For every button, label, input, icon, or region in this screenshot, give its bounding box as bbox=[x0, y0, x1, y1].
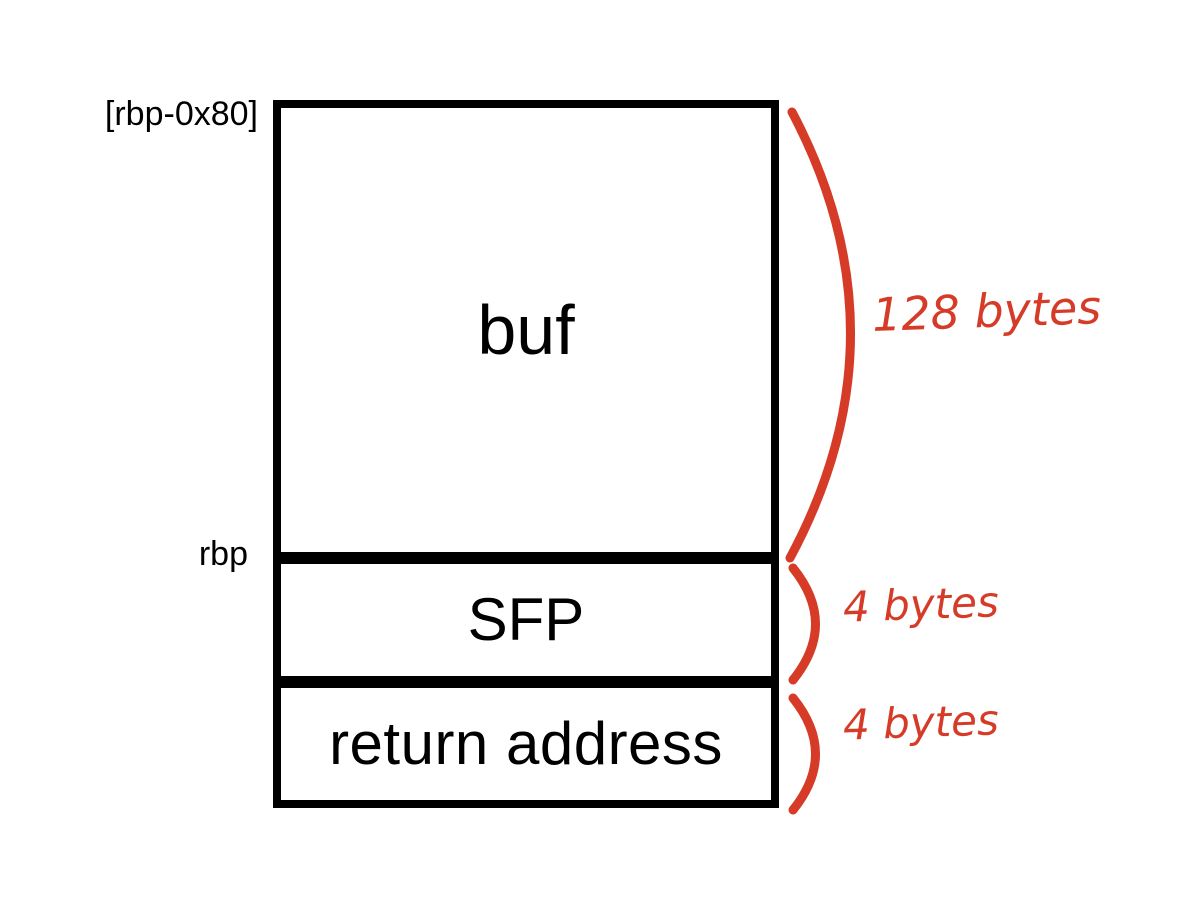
brace-return-address-icon bbox=[786, 693, 830, 815]
divider-sfp-return bbox=[281, 676, 771, 688]
buf-label: buf bbox=[477, 291, 575, 369]
brace-sfp-icon bbox=[786, 563, 830, 685]
annotation-sfp-size: 4 bytes bbox=[842, 577, 1000, 632]
annotation-buf-size: 128 bytes bbox=[871, 280, 1103, 342]
stack-box: buf SFP return address bbox=[273, 100, 779, 808]
label-rbp: rbp bbox=[198, 535, 248, 573]
return-address-label: return address bbox=[329, 710, 723, 777]
annotation-return-address-size: 4 bytes bbox=[842, 695, 1000, 750]
stack-row-buf: buf bbox=[281, 108, 771, 552]
label-rbp-minus-0x80: [rbp-0x80] bbox=[104, 95, 258, 133]
stack-row-sfp: SFP bbox=[281, 564, 771, 676]
stack-row-return-address: return address bbox=[281, 688, 771, 800]
brace-buf-icon bbox=[782, 106, 866, 564]
sfp-label: SFP bbox=[467, 586, 585, 653]
divider-rbp bbox=[281, 552, 771, 564]
